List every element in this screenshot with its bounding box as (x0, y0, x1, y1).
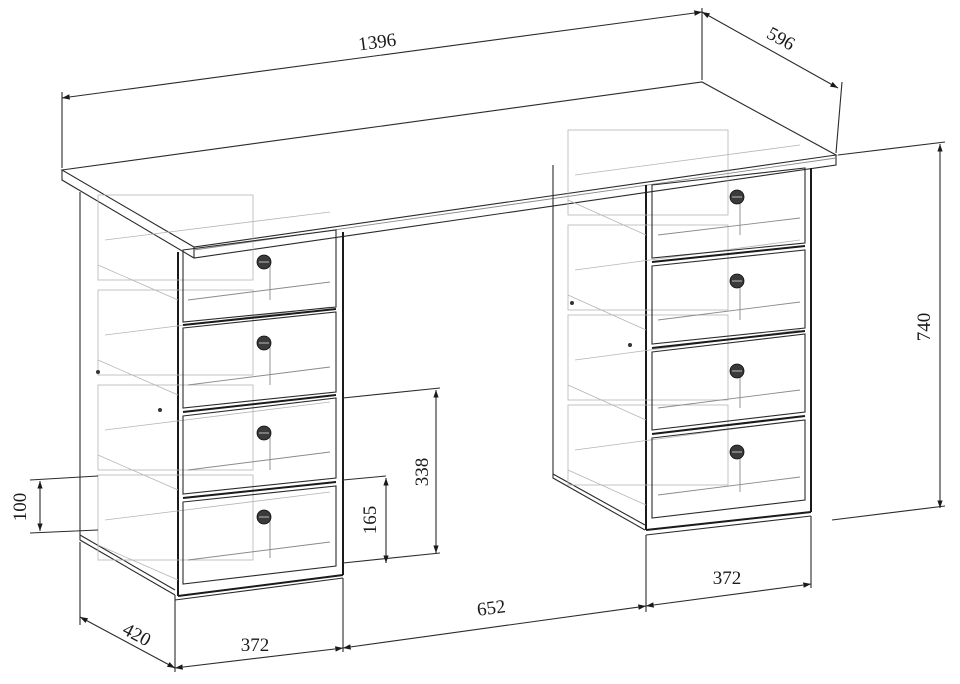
right-pedestal (552, 129, 812, 536)
dim-width-label: 1396 (357, 30, 397, 56)
dim-pedestal-depth-label: 420 (119, 619, 154, 651)
dim-drawer-pair-label: 338 (412, 458, 433, 487)
table-top (60, 81, 838, 259)
dimension-labels: 1396 596 740 338 165 100 420 372 652 372 (10, 23, 935, 656)
dim-plinth-label: 100 (10, 493, 31, 522)
dim-gap-label: 652 (476, 596, 507, 621)
left-knobs (256, 254, 272, 525)
left-drawer-fronts (182, 229, 337, 585)
right-drawer-fronts (651, 167, 806, 519)
dim-depth-label: 596 (763, 23, 798, 55)
right-knobs (729, 189, 745, 460)
dim-right-width-label: 372 (713, 568, 742, 589)
dim-height-label: 740 (914, 313, 935, 342)
dimension-lines (29, 8, 946, 672)
left-pedestal (79, 192, 344, 601)
dim-left-width-label: 372 (241, 635, 270, 656)
dim-drawer-label: 165 (360, 506, 381, 535)
